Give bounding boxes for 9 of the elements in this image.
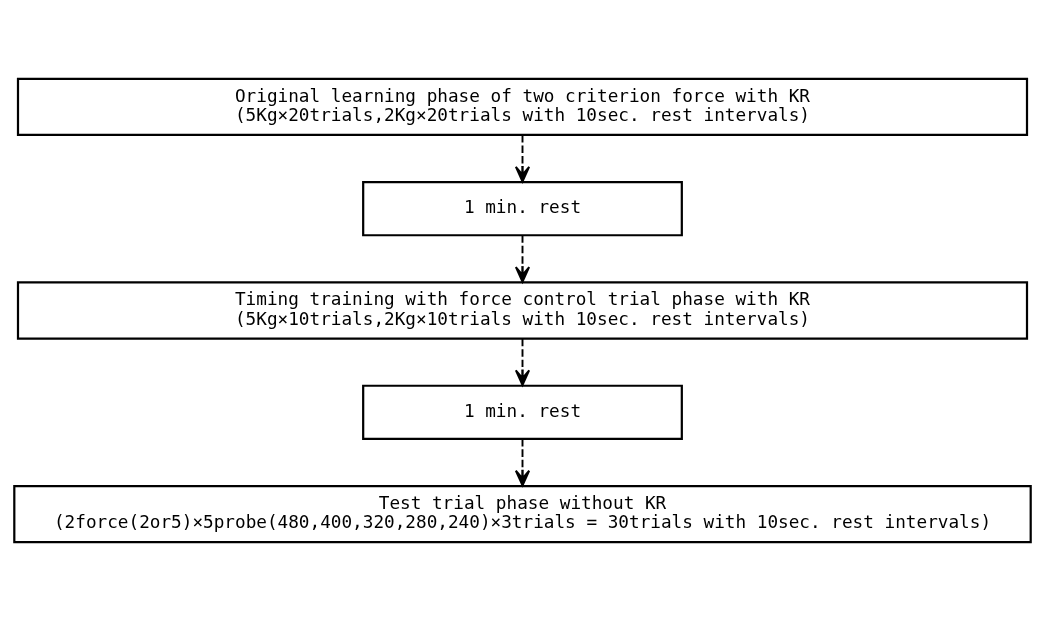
- arrow: [514, 133, 531, 183]
- node-box: Test trial phase without KR (2force(2or5)×5probe(480,400,320,280,240)×3trials = 30trials with 10sec. rest intervals): [13, 484, 1032, 543]
- arrow: [514, 234, 531, 283]
- node-box: Timing training with force control trial phase with KR (5Kg×10trials,2Kg×10trials with 10sec. rest intervals): [16, 280, 1029, 340]
- node-box: 1 min. rest: [362, 384, 683, 440]
- arrow: [514, 437, 531, 486]
- node-box: 1 min. rest: [362, 180, 683, 236]
- arrow: [514, 337, 531, 386]
- node-box: Original learning phase of two criterion force with KR (5Kg×20trials,2Kg×20trials with 10sec. rest intervals): [16, 77, 1029, 136]
